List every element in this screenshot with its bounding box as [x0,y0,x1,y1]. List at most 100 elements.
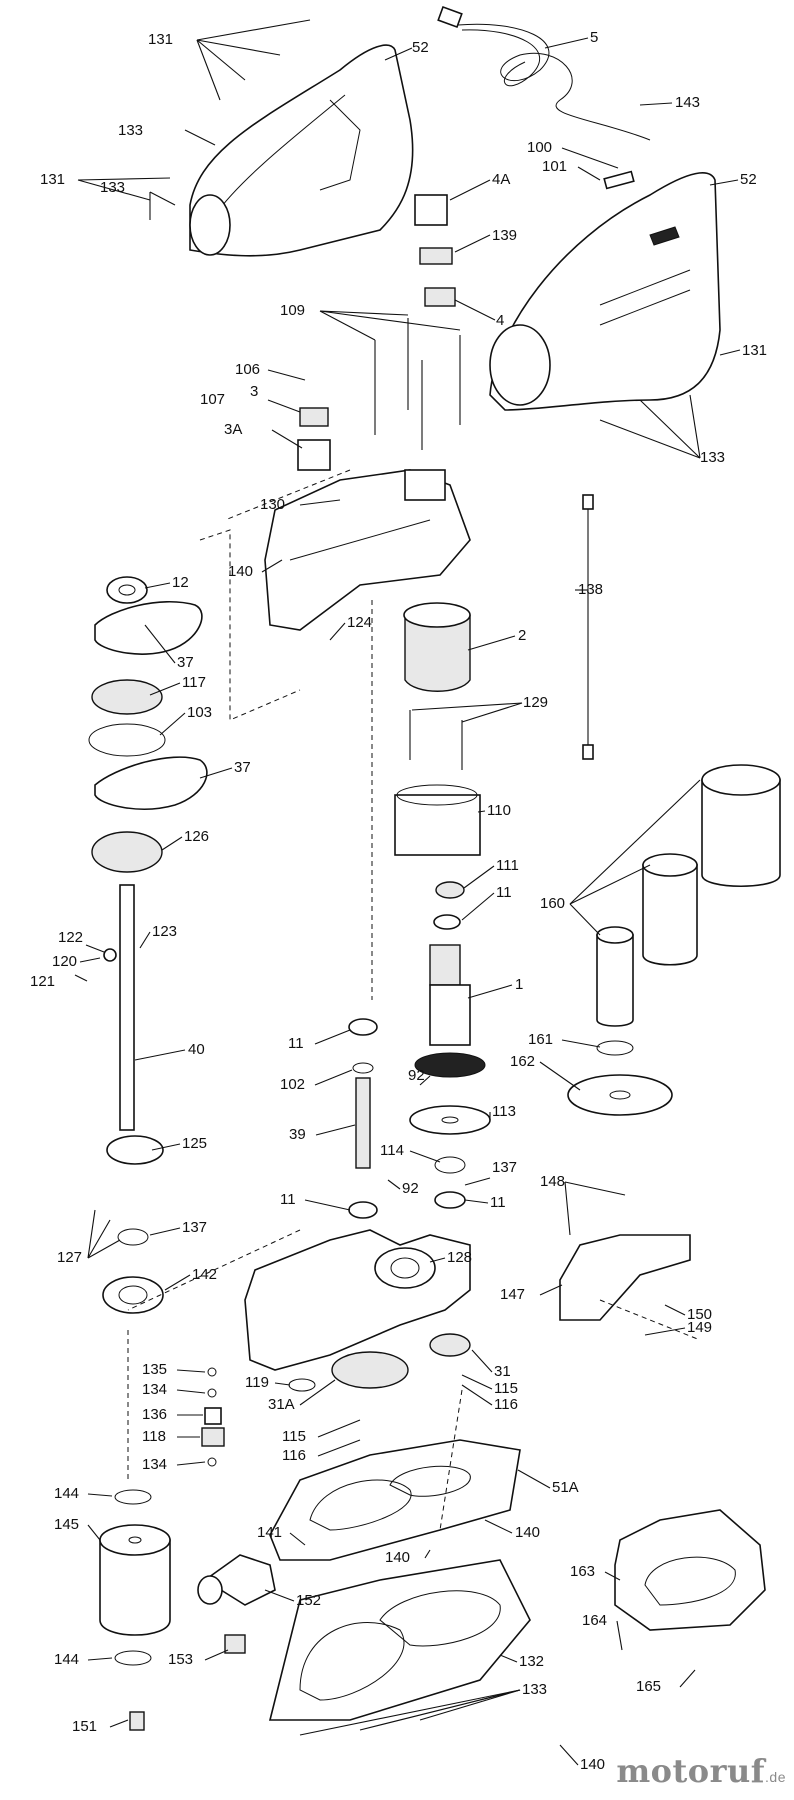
part-ring-103 [88,723,166,757]
part-ring-137a [117,1228,149,1246]
part-pulley-117 [91,679,163,715]
part-cylinder-145 [99,1524,171,1636]
callout-152: 152 [296,1592,321,1609]
part-disc-162 [567,1074,673,1116]
callout-102: 102 [280,1076,305,1093]
callout-118: 118 [142,1428,166,1445]
callout-148: 148 [540,1173,565,1190]
callout-145: 145 [54,1516,79,1533]
part-ring-102 [352,1062,374,1074]
part-bearing-142 [102,1276,164,1314]
callout-130: 130 [260,496,285,513]
callout-124: 124 [347,614,372,631]
callout-labels: 131 52 5 143 133 131 133 100 101 52 4A 1… [30,29,767,1773]
callout-31a: 31A [268,1396,295,1413]
part-switch-4a [414,194,448,226]
callout-150: 150 [687,1306,712,1323]
callout-144: 144 [54,1651,79,1668]
callout-11: 11 [288,1035,304,1052]
callout-131: 131 [40,171,65,188]
part-gear-118 [201,1427,225,1447]
callout-39: 39 [289,1126,306,1143]
part-belt-37a [94,601,203,655]
part-cam-125 [106,1135,164,1165]
part-washer-144a [114,1489,152,1505]
part-power-cord [437,5,651,141]
part-ring-114 [434,1156,466,1174]
part-bracket-100 [603,170,635,190]
callout-127: 127 [57,1249,82,1266]
callout-116: 116 [282,1447,306,1464]
callout-134: 134 [142,1456,167,1473]
part-brush-3 [299,407,329,427]
part-gear-31a [331,1351,409,1389]
callout-136: 136 [142,1406,167,1423]
callout-12: 12 [172,574,189,591]
part-screw-151 [129,1711,145,1731]
callout-52: 52 [740,171,757,188]
part-armature-1 [414,944,486,1078]
callout-125: 125 [182,1135,207,1152]
part-shaft-39 [355,1077,371,1169]
callout-141: 141 [257,1524,282,1541]
callout-92: 92 [408,1067,425,1084]
callout-51a: 51A [552,1479,579,1496]
callout-52: 52 [412,39,429,56]
part-washer-113 [409,1105,491,1135]
callout-4: 4 [496,312,504,329]
part-knob-153 [224,1634,246,1654]
callout-103: 103 [187,704,212,721]
callout-142: 142 [192,1266,217,1283]
callout-137: 137 [492,1159,517,1176]
part-switch-139 [419,247,453,265]
part-housing-right [489,172,721,411]
callout-107: 107 [200,391,225,408]
callout-153: 153 [168,1651,193,1668]
alignment-lines [127,469,701,1531]
part-dust-port-152 [197,1554,276,1606]
callout-117: 117 [182,674,206,691]
callout-31: 31 [494,1363,511,1380]
part-gear-housing-128 [244,1229,471,1371]
callout-165: 165 [636,1678,661,1695]
callout-120: 120 [52,953,77,970]
callout-140: 140 [580,1756,605,1773]
callout-37: 37 [234,759,251,776]
callout-116: 116 [494,1396,518,1413]
callout-100: 100 [527,139,552,156]
part-washer-144b [114,1650,152,1666]
part-washer-119 [288,1378,316,1392]
part-bushing-136 [204,1407,222,1425]
callout-106: 106 [235,361,260,378]
callout-115: 115 [494,1380,518,1397]
callout-133: 133 [700,449,725,466]
callout-164: 164 [582,1612,607,1629]
callout-40: 40 [188,1041,205,1058]
part-washer-161 [596,1040,634,1056]
callout-131: 131 [742,342,767,359]
part-clamp-147 [559,1234,691,1321]
callout-2: 2 [518,627,526,644]
callout-140: 140 [228,563,253,580]
callout-119: 119 [245,1374,269,1391]
part-bracket-110 [394,784,481,856]
callout-147: 147 [500,1286,525,1303]
callout-132: 132 [519,1653,544,1670]
callout-11: 11 [490,1194,506,1211]
callout-143: 143 [675,94,700,111]
part-cable-138 [582,494,594,760]
part-bearing-11b [348,1018,378,1036]
part-shaft-40 [103,884,135,1131]
callout-5: 5 [590,29,598,46]
callout-140: 140 [385,1549,410,1566]
part-bearing-11a [433,914,461,930]
part-switch-4 [424,287,456,307]
callout-131: 131 [148,31,173,48]
part-gear-housing-130 [264,469,471,631]
part-sleeves-160 [596,764,781,1027]
callout-162: 162 [510,1053,535,1070]
callout-160: 160 [540,895,565,912]
callout-1: 1 [515,976,523,993]
callout-121: 121 [30,973,55,990]
